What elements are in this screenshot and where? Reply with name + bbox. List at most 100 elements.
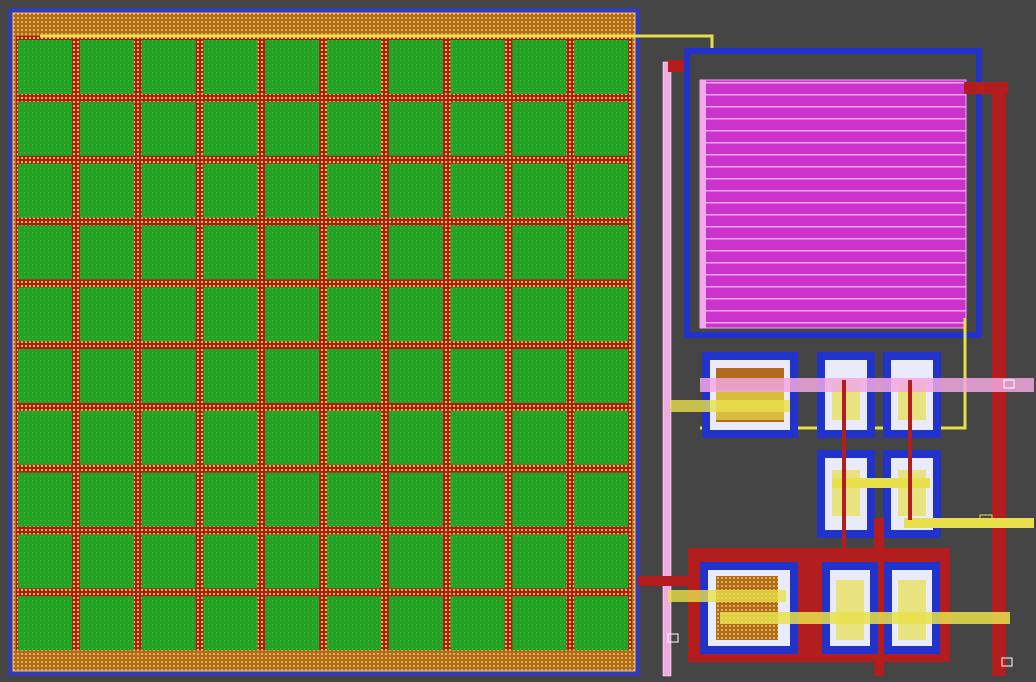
- poly-gate-a: [842, 380, 846, 560]
- array-cell: [388, 225, 443, 280]
- array-cell: [388, 534, 443, 589]
- array-cell: [203, 163, 258, 218]
- array-cell: [388, 287, 443, 342]
- array-cells: [18, 40, 629, 651]
- capacitor-plate: [699, 79, 967, 329]
- array-cell: [141, 225, 196, 280]
- array-cell: [79, 534, 134, 589]
- array-cell: [450, 225, 505, 280]
- array-cell: [141, 40, 196, 94]
- bottom-poly-link: [638, 576, 698, 586]
- array-cell: [327, 40, 381, 94]
- array-cell: [265, 40, 320, 94]
- array-cell: [203, 534, 258, 589]
- array-cell: [18, 163, 72, 218]
- array-cell: [574, 40, 629, 94]
- array-cell: [265, 410, 320, 465]
- array-cell: [203, 101, 258, 156]
- array-cell: [512, 40, 567, 94]
- array-cell: [141, 534, 196, 589]
- metal-line-out: [904, 518, 1034, 528]
- array-cell: [203, 287, 258, 342]
- array-cell: [388, 40, 443, 94]
- array-cell: [388, 472, 443, 527]
- array-cell: [450, 349, 505, 403]
- array-cell: [18, 472, 72, 527]
- bottom-metal-line-2: [720, 612, 1010, 624]
- array-cell: [512, 101, 567, 156]
- array-cell: [512, 287, 567, 342]
- array-cell: [18, 287, 72, 342]
- array-cell: [18, 349, 72, 403]
- array-cell: [574, 472, 629, 527]
- array-cell: [327, 163, 381, 218]
- array-cell: [327, 596, 381, 651]
- array-cell: [141, 410, 196, 465]
- array-cell: [450, 596, 505, 651]
- array-cell: [574, 349, 629, 403]
- array-cell: [265, 163, 320, 218]
- array-cell: [450, 472, 505, 527]
- array-cell: [265, 534, 320, 589]
- array-cell: [79, 101, 134, 156]
- array-cell: [79, 472, 134, 527]
- gate-bar: [700, 378, 1034, 392]
- array-cell: [79, 410, 134, 465]
- array-cell: [18, 40, 72, 94]
- array-cell: [141, 472, 196, 527]
- array-cell: [141, 163, 196, 218]
- array-cell: [18, 410, 72, 465]
- metal-line-row1: [670, 400, 790, 412]
- array-cell: [327, 349, 381, 403]
- array-cell: [203, 410, 258, 465]
- array-cell: [450, 101, 505, 156]
- array-cell: [265, 472, 320, 527]
- array-cell: [512, 163, 567, 218]
- array-cell: [512, 472, 567, 527]
- array-cell: [265, 287, 320, 342]
- array-cell: [79, 40, 134, 94]
- array-cell: [265, 596, 320, 651]
- array-cell: [450, 287, 505, 342]
- array-cell: [388, 163, 443, 218]
- array-cell: [388, 410, 443, 465]
- array-cell: [327, 287, 381, 342]
- array-cell: [574, 101, 629, 156]
- array-cell: [203, 349, 258, 403]
- transistor-row-1: [702, 352, 941, 438]
- array-cell: [388, 596, 443, 651]
- vertical-rail: [662, 61, 672, 677]
- capacitor: [684, 48, 982, 338]
- array-cell: [450, 40, 505, 94]
- array-cell: [574, 163, 629, 218]
- array-cell: [141, 349, 196, 403]
- array-cell: [79, 225, 134, 280]
- array-cell: [388, 101, 443, 156]
- array-cell: [18, 596, 72, 651]
- array-well: [8, 8, 640, 676]
- array-cell: [574, 225, 629, 280]
- array-cell: [327, 410, 381, 465]
- array-cell: [512, 596, 567, 651]
- array-cell: [141, 287, 196, 342]
- array-cell: [265, 349, 320, 403]
- array-cell: [512, 534, 567, 589]
- array-cell: [574, 596, 629, 651]
- bottom-metal-line-1: [668, 590, 786, 602]
- array-cell: [450, 163, 505, 218]
- array-cell: [574, 287, 629, 342]
- array-cell: [574, 410, 629, 465]
- poly-gate-b: [908, 380, 912, 520]
- array-cell: [512, 410, 567, 465]
- array-cell: [327, 472, 381, 527]
- array-cell: [388, 349, 443, 403]
- array-cell: [79, 287, 134, 342]
- array-cell: [18, 101, 72, 156]
- array-cell: [512, 349, 567, 403]
- array-cell: [141, 596, 196, 651]
- metal-line-row2: [832, 478, 930, 488]
- array-cell: [450, 410, 505, 465]
- array-cell: [327, 225, 381, 280]
- array-cell: [18, 225, 72, 280]
